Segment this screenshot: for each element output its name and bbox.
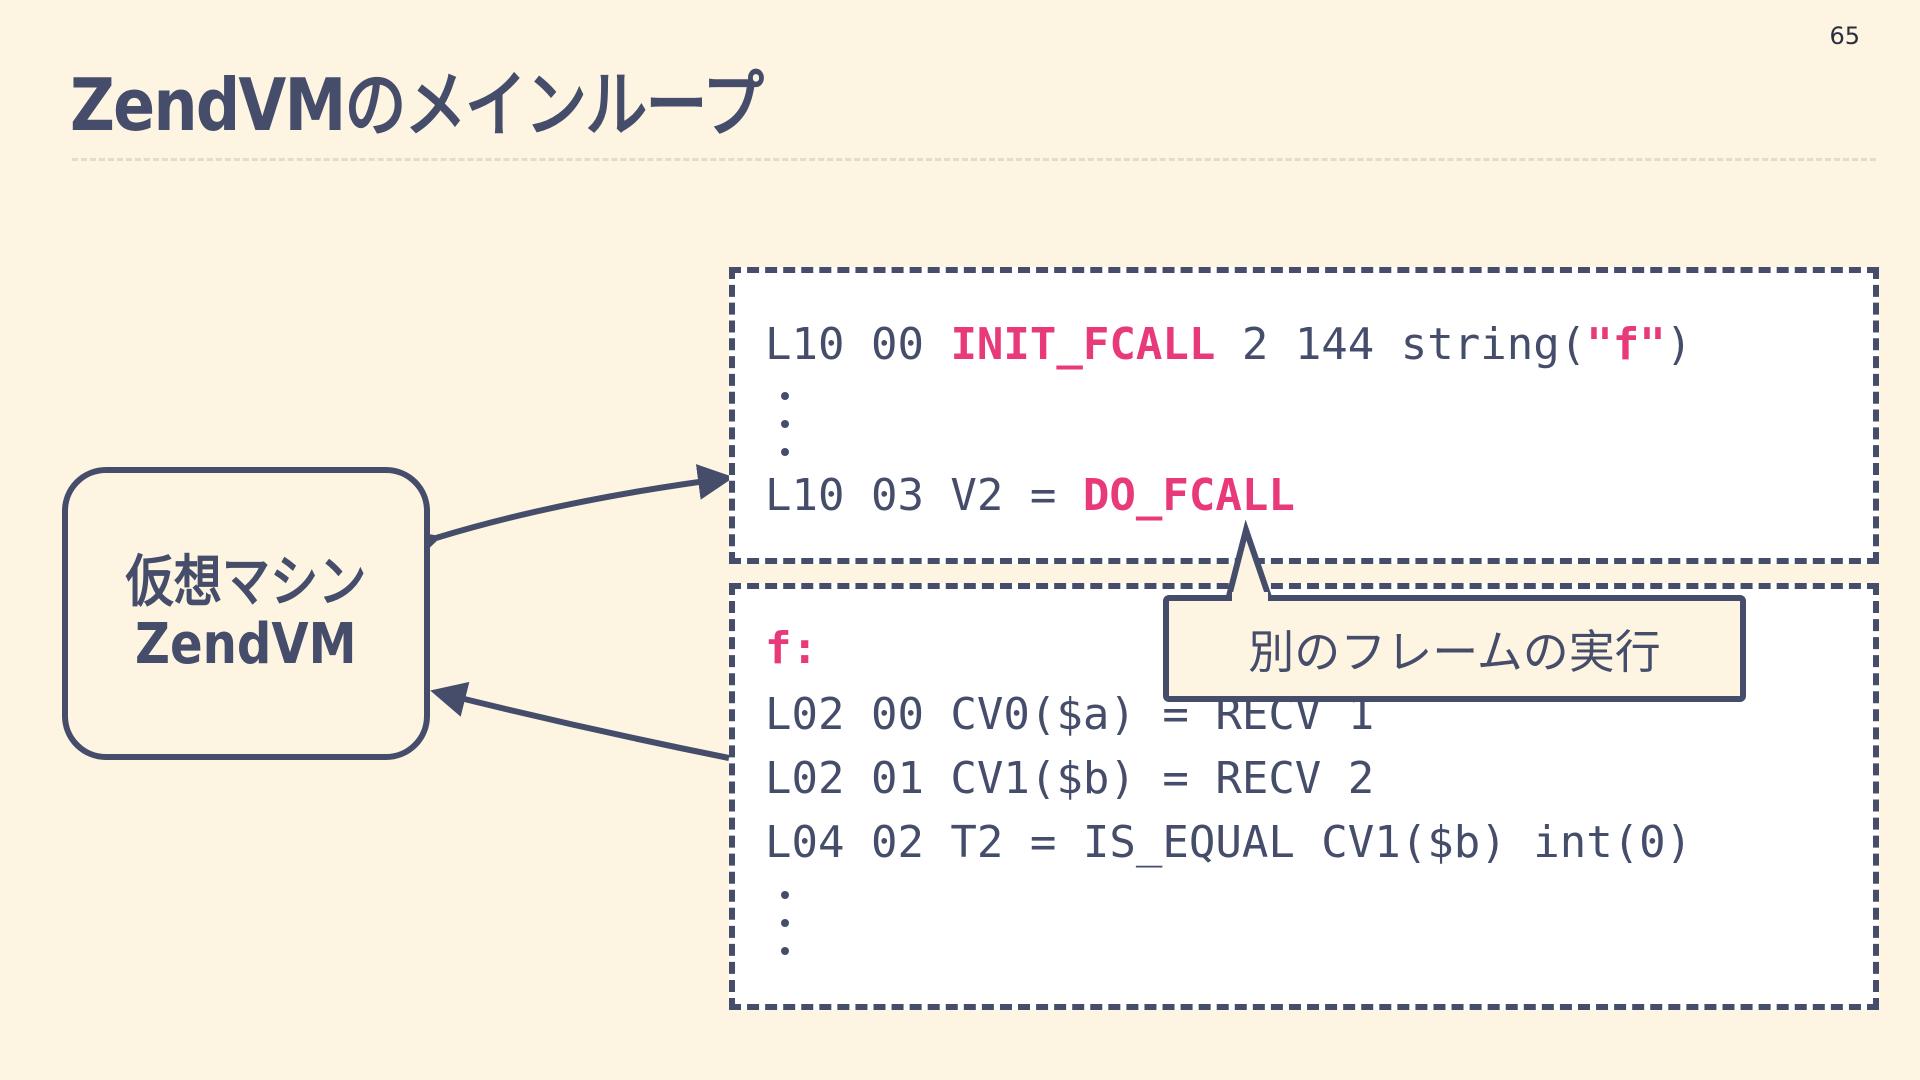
callout-bubble: 別のフレームの実行 bbox=[1163, 595, 1746, 702]
opcode-do-fcall: DO_FCALL bbox=[1082, 470, 1295, 521]
ellipsis-dot bbox=[781, 420, 789, 428]
code-line-init-fcall: L10 00 INIT_FCALL 2 144 string("f") bbox=[765, 319, 1693, 370]
string-literal: "f" bbox=[1586, 319, 1666, 370]
bidirectional-arrow bbox=[402, 464, 734, 564]
title-divider bbox=[72, 158, 1876, 161]
caller-frame: L10 00 INIT_FCALL 2 144 string("f") L10 … bbox=[729, 267, 1879, 564]
code-line: L02 00 CV0($a) = RECV 1 bbox=[765, 689, 1375, 740]
function-label: f: bbox=[765, 623, 818, 674]
ellipsis-dot bbox=[781, 891, 789, 899]
callout-text: 別のフレームの実行 bbox=[1248, 624, 1661, 679]
page-number: 65 bbox=[1829, 22, 1860, 50]
callout-joint bbox=[1232, 592, 1268, 606]
return-arrow bbox=[430, 681, 730, 761]
slide-title: ZendVMのメインループ bbox=[70, 63, 764, 147]
code-line: L02 01 CV1($b) = RECV 2 bbox=[765, 753, 1375, 804]
opcode-init-fcall: INIT_FCALL bbox=[950, 319, 1216, 370]
vm-label-ja: 仮想マシン bbox=[125, 549, 367, 615]
ellipsis-dot bbox=[781, 448, 789, 456]
ellipsis-dot bbox=[781, 919, 789, 927]
ellipsis-dot bbox=[781, 392, 789, 400]
vm-label-en: ZendVM bbox=[135, 611, 357, 677]
virtual-machine-box: 仮想マシン ZendVM bbox=[62, 467, 430, 760]
code-line-do-fcall: L10 03 V2 = DO_FCALL bbox=[765, 470, 1295, 521]
ellipsis-dot bbox=[781, 947, 789, 955]
code-line: L04 02 T2 = IS_EQUAL CV1($b) int(0) bbox=[765, 817, 1693, 868]
